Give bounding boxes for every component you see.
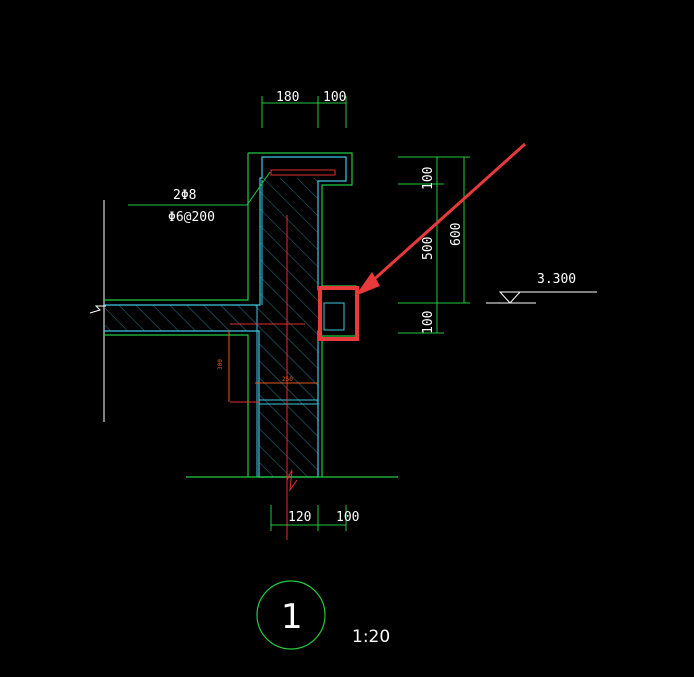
top-dim-left: 180 xyxy=(276,90,299,105)
elevation-label: 3.300 xyxy=(537,272,576,287)
right-dim-middle: 500 xyxy=(421,237,436,260)
break-symbol-left xyxy=(89,305,106,314)
inner-dim-vertical: 300 xyxy=(217,359,224,370)
wall-lower-hatch xyxy=(259,305,319,477)
detail-circle xyxy=(256,580,326,650)
top-dimension xyxy=(261,96,347,128)
upstand-hatch xyxy=(260,178,318,305)
beam-section-box xyxy=(323,302,345,331)
detail-number: 1 xyxy=(281,597,303,637)
green-outline-bottom xyxy=(104,334,249,477)
bottom-dimension xyxy=(270,505,347,531)
right-dim-total: 600 xyxy=(449,223,464,246)
slab-hatch xyxy=(104,305,259,331)
highlight-box xyxy=(318,286,359,341)
rebar-note-line1: 2Φ8 xyxy=(173,188,196,203)
top-rebar xyxy=(270,169,336,176)
right-dimension xyxy=(398,156,470,334)
bottom-dim-left: 120 xyxy=(288,510,311,525)
annotation-arrow-head xyxy=(355,272,380,296)
elevation-triangle xyxy=(498,291,522,304)
top-dim-right: 100 xyxy=(323,90,346,105)
bottom-dim-right: 100 xyxy=(336,510,359,525)
annotation-arrow-shaft xyxy=(358,142,527,294)
green-outline-left xyxy=(104,153,249,301)
rebar-note-line2: Φ6@200 xyxy=(168,210,215,225)
inner-dim-horizontal: 250 xyxy=(282,376,293,383)
break-symbol-bottom xyxy=(286,469,298,492)
right-dim-top: 100 xyxy=(421,167,436,190)
scale-label: 1:20 xyxy=(352,627,390,647)
note-leader-2 xyxy=(246,171,271,206)
right-dim-bottom: 100 xyxy=(421,311,436,334)
